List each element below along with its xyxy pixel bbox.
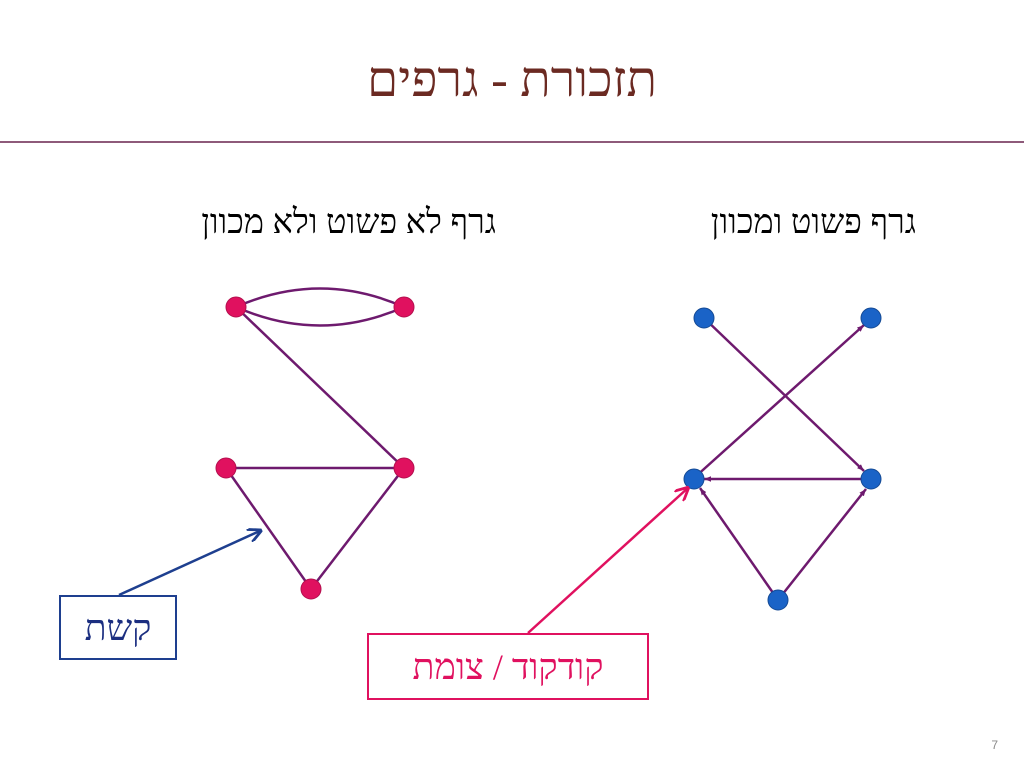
- graph-vertex: [767, 589, 789, 611]
- graph-edge: [235, 305, 405, 327]
- directed-edge: [703, 317, 865, 472]
- graph-vertex: [683, 468, 705, 490]
- undirected-graph-heading: גרף לא פשוט ולא מכוון: [201, 204, 496, 241]
- directed-edge: [698, 487, 780, 601]
- vertex-label: קודקוד / צומת: [412, 646, 604, 687]
- vertex-callout-arrow: [527, 487, 689, 634]
- graph-vertex: [215, 457, 237, 479]
- graph-edge: [224, 467, 313, 590]
- graph-vertex: [693, 307, 715, 329]
- directed-graph-heading: גרף פשוט ומכוון: [710, 204, 916, 241]
- undirected-graph-vertices: [215, 296, 415, 600]
- page-title: תזכורת - גרפים: [367, 51, 657, 107]
- graph-vertex: [300, 578, 322, 600]
- graph-vertex: [393, 296, 415, 318]
- graph-edge: [310, 467, 405, 590]
- edge-label: קשת: [84, 607, 152, 648]
- vertex-label-box: קודקוד / צומת: [367, 633, 649, 700]
- graph-vertex: [225, 296, 247, 318]
- directed-edge: [777, 488, 867, 601]
- directed-graph-vertices: [683, 307, 882, 611]
- edge-label-box: קשת: [59, 595, 177, 660]
- edge-callout-arrow: [118, 530, 262, 597]
- directed-graph-edges: [693, 317, 871, 601]
- undirected-graph-edges: [224, 287, 405, 590]
- graph-edge: [235, 287, 405, 309]
- graph-vertex: [860, 468, 882, 490]
- title-divider: [0, 141, 1024, 143]
- directed-edge: [693, 324, 865, 479]
- graph-vertex: [860, 307, 882, 329]
- graph-edge: [235, 306, 405, 469]
- graph-vertex: [393, 457, 415, 479]
- page-number: 7: [991, 738, 998, 752]
